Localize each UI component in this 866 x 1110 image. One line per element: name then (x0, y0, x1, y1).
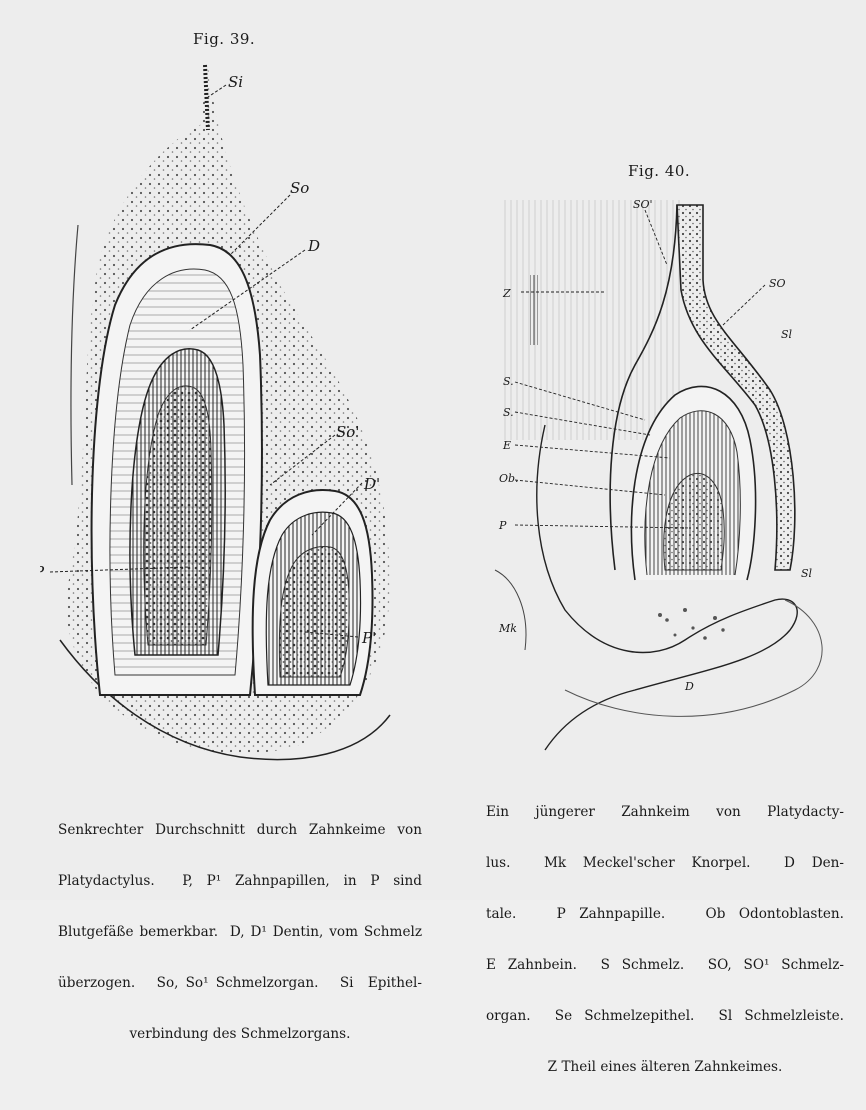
fig40-label-z: Z (502, 287, 511, 300)
fig40-label-e: E (502, 439, 511, 452)
fig40-background-tissue (500, 200, 680, 440)
fig39-caption-line: verbindung des Schmelzorgans. (58, 1026, 422, 1043)
fig40-label-so: SO (769, 277, 786, 290)
fig40-meckel-cartilage (495, 570, 526, 650)
fig40-label-mk: Mk (498, 622, 517, 635)
fig40-caption-line: organ. Se Schmelzepithel. Sl Schmelzleis… (486, 1008, 844, 1025)
fig39-label-so: So (290, 179, 309, 197)
fig39-title: Fig. 39. (193, 30, 255, 48)
fig40-older-germ-fragment (530, 275, 538, 345)
fig39-illustration: Si So D So' D' P P' (40, 55, 440, 770)
fig40-caption: Ein jüngerer Zahnkeim von Platydacty- lu… (486, 770, 844, 1110)
fig39-label-d: D (307, 237, 320, 255)
fig40-label-s2: S. (503, 406, 514, 419)
fig39-label-d1: D' (363, 475, 380, 493)
fig39-caption: Senkrechter Durchschnitt durch Zahnkeime… (58, 788, 422, 1077)
fig40-illustration: SO' SO Sl Z S. S. E Ob. P Sl Mk D (485, 190, 860, 755)
fig40-label-sl-top: Sl (781, 328, 793, 341)
fig39-caption-line: Senkrechter Durchschnitt durch Zahnkeime… (58, 822, 422, 839)
fig39-label-p: P (40, 563, 45, 581)
fig40-caption-line: tale. P Zahnpapille. Ob Odontoblasten. (486, 906, 844, 923)
fig40-label-ob: Ob. (499, 472, 519, 485)
fig40-dentale-inner (565, 600, 822, 716)
fig40-label-sl-bottom: Sl (801, 567, 813, 580)
fig39-left-line (71, 225, 78, 485)
fig40-label-so1: SO' (633, 198, 653, 211)
fig39-label-so1: So' (336, 423, 359, 441)
fig39-label-p1: P' (361, 629, 376, 647)
fig40-caption-line: Z Theil eines älteren Zahnkeimes. (486, 1059, 844, 1076)
fig39-caption-line: Blutgefäße bemerkbar. D, D¹ Dentin, vom … (58, 924, 422, 941)
fig39-label-si: Si (228, 73, 243, 91)
book-page: Fig. 39. (0, 0, 866, 900)
fig40-title: Fig. 40. (628, 162, 690, 180)
fig40-label-s1: S. (503, 375, 514, 388)
fig40-label-d: D (684, 680, 694, 693)
fig40-caption-line: E Zahnbein. S Schmelz. SO, SO¹ Schmelz- (486, 957, 844, 974)
fig40-caption-line: Ein jüngerer Zahnkeim von Platydacty- (486, 804, 844, 821)
fig39-caption-line: Platydactylus. P, P¹ Zahnpapillen, in P … (58, 873, 422, 890)
fig40-caption-line: lus. Mk Meckel'scher Knorpel. D Den- (486, 855, 844, 872)
fig40-label-p: P (498, 519, 507, 532)
fig39-caption-line: überzogen. So, So¹ Schmelzorgan. Si Epit… (58, 975, 422, 992)
